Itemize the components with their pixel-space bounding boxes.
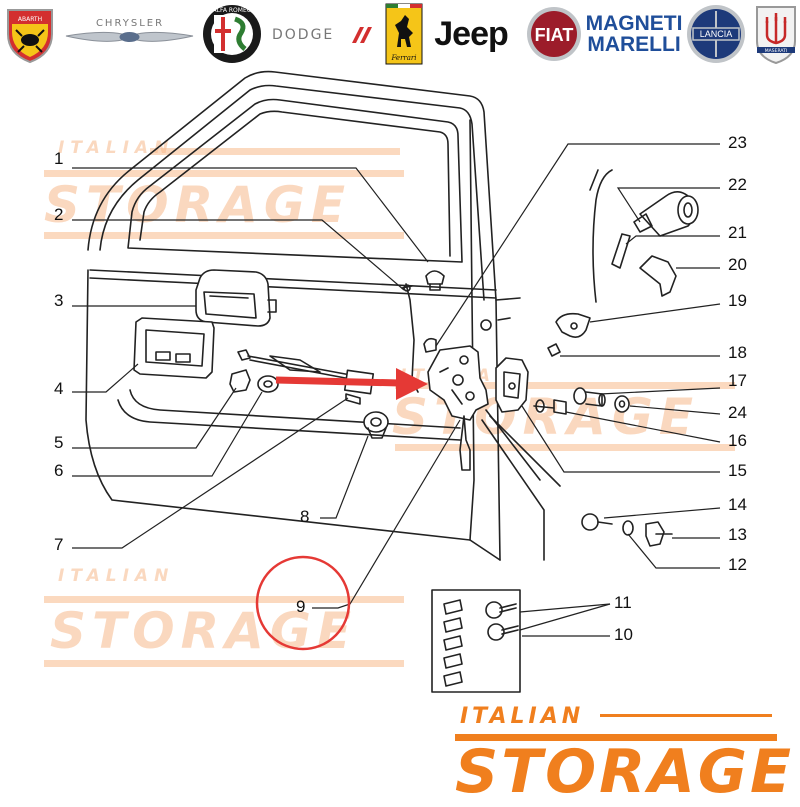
watermark-rule-3b: [44, 660, 404, 667]
watermark-rule-1b: [44, 170, 404, 177]
svg-text:MASERATI: MASERATI: [765, 48, 787, 54]
highlight-circle: [255, 555, 351, 651]
svg-text:FIAT: FIAT: [535, 25, 574, 45]
callout-21: 21: [728, 223, 747, 242]
lock-latch-part: [427, 345, 489, 421]
footer-rule-mid: [455, 734, 777, 741]
keys-kit-box: [431, 589, 521, 693]
svg-text:ABARTH: ABARTH: [18, 16, 42, 23]
callout-18: 18: [728, 343, 747, 362]
abarth-logo: ABARTH: [0, 4, 60, 64]
callout-11: 11: [614, 593, 632, 612]
watermark-rule-1c: [44, 232, 404, 239]
callout-20: 20: [728, 255, 747, 274]
callout-3: 3: [54, 291, 64, 310]
callout-17: 17: [728, 371, 747, 390]
svg-text:LANCIA: LANCIA: [700, 29, 733, 39]
callout-5: 5: [54, 433, 64, 452]
svg-text:DODGE: DODGE: [272, 27, 334, 43]
chrysler-logo: CHRYSLER: [62, 4, 197, 64]
jeep-logo: Jeep: [428, 4, 514, 64]
watermark-storage-3: STORAGE: [50, 602, 358, 660]
watermark-rule-2: [395, 382, 735, 389]
magneti-wordmark: MAGNETI: [585, 12, 683, 35]
door-frame-outline: [87, 70, 501, 561]
watermark-rule-2b: [395, 444, 735, 451]
watermark-rule-3: [44, 596, 404, 603]
lancia-logo: LANCIA: [684, 4, 748, 64]
watermark-rule-1: [150, 148, 400, 155]
jeep-wordmark: Jeep: [434, 14, 508, 53]
callout-24: 24: [728, 403, 747, 422]
callout-23: 23: [728, 133, 747, 152]
marelli-wordmark: MARELLI: [587, 33, 681, 56]
svg-text:CHRYSLER: CHRYSLER: [96, 18, 164, 29]
callout-8: 8: [300, 507, 310, 526]
highlight-arrow: [275, 368, 428, 400]
callout-4: 4: [54, 379, 64, 398]
footer-storage-text: STORAGE: [455, 737, 795, 807]
callout-13: 13: [728, 525, 747, 544]
brand-logo-bar: ABARTH CHRYSLER ALFA ROMEO: [0, 0, 800, 68]
dodge-logo: DODGE: [268, 4, 378, 64]
footer-rule-top: [600, 714, 772, 717]
watermark-italian-1: ITALIAN: [58, 138, 175, 158]
watermark-italian-3: ITALIAN: [58, 566, 175, 586]
callout-2: 2: [54, 205, 64, 224]
svg-text:Ferrari: Ferrari: [390, 54, 416, 62]
window-opening: [127, 98, 463, 263]
callout-9: 9: [296, 597, 306, 616]
callout-1: 1: [54, 149, 64, 168]
callout-14: 14: [728, 495, 747, 514]
ferrari-logo: Ferrari: [384, 3, 424, 65]
fiat-logo: FIAT: [524, 4, 584, 64]
callout-16: 16: [728, 431, 747, 450]
maserati-logo: MASERATI: [752, 4, 800, 65]
footer-italian-text: ITALIAN: [460, 704, 585, 729]
callout-15: 15: [728, 461, 747, 480]
magneti-marelli-logo: MAGNETI MARELLI: [585, 4, 683, 64]
callout-6: 6: [54, 461, 64, 480]
callout-7: 7: [54, 535, 64, 554]
callout-22: 22: [728, 175, 747, 194]
svg-text:ALFA ROMEO: ALFA ROMEO: [213, 7, 252, 14]
callout-10: 10: [614, 625, 633, 644]
callout-19: 19: [728, 291, 747, 310]
callout-12: 12: [728, 555, 747, 574]
alfa-romeo-logo: ALFA ROMEO: [200, 4, 264, 64]
